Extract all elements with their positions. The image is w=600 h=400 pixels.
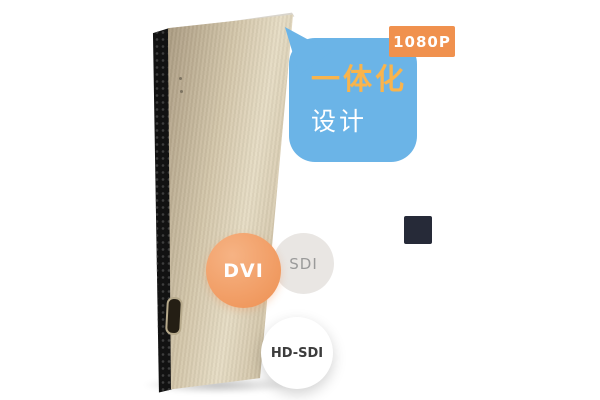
- badge-dvi: DVI: [206, 233, 281, 308]
- feature-bubble-line1: 一体化: [311, 62, 408, 96]
- feature-bubble: 一体化 设计: [284, 27, 417, 162]
- led-indicator: [179, 77, 182, 80]
- led-indicator: [180, 90, 183, 93]
- feature-bubble-line2: 设计: [311, 106, 368, 136]
- badge-sdi: SDI: [273, 233, 334, 294]
- device-slot: [165, 296, 183, 336]
- resolution-badge: 1080P: [389, 26, 455, 57]
- badge-hd-sdi: HD-SDI: [261, 317, 333, 389]
- decor-square: [404, 216, 432, 244]
